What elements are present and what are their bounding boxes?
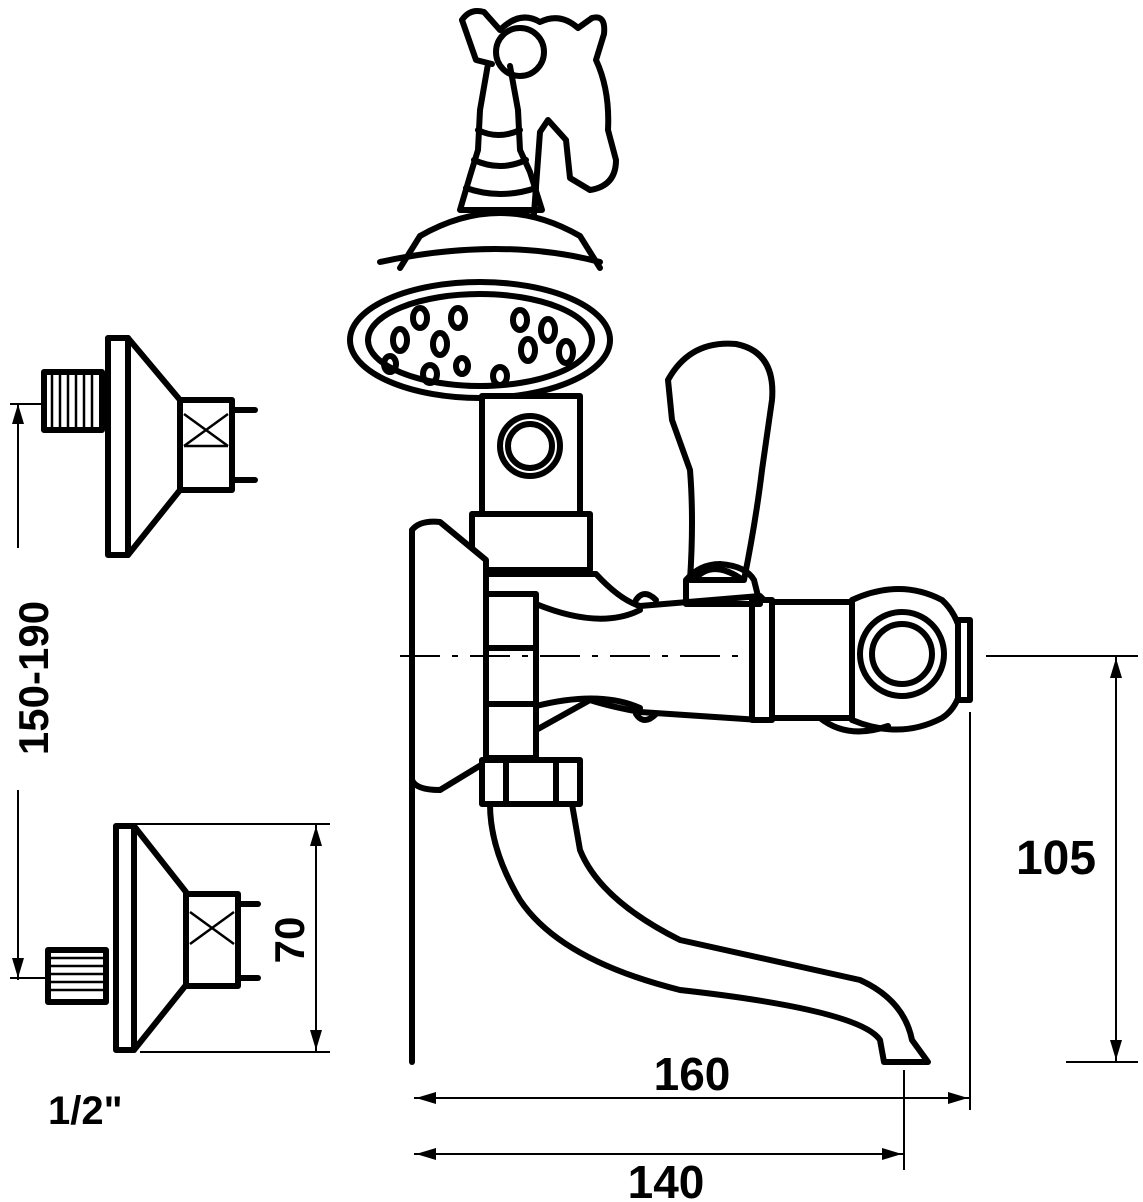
overall-width-dimension [414, 712, 971, 1110]
thread-size-label: 1/2" [48, 1089, 123, 1133]
spout-reach-dimension [414, 1070, 905, 1170]
lever-handle [665, 340, 776, 607]
adjust-range-dimension [10, 403, 48, 980]
centre-height-label: 105 [1016, 832, 1096, 885]
adjust-range-label: 150-190 [10, 601, 57, 755]
spout-reach-label: 140 [628, 1156, 705, 1202]
lower-eccentric-connector [45, 823, 261, 1053]
centre-height-dimension [986, 655, 1138, 1063]
spout [479, 757, 931, 1065]
upper-eccentric-connector [41, 335, 258, 558]
overall-width-label: 160 [654, 1048, 731, 1100]
eccentric-height-dimension [134, 823, 330, 1053]
shower-head [347, 8, 619, 401]
eccentric-height-label: 70 [266, 917, 313, 964]
mixer-body [400, 571, 973, 761]
wall-escutcheon [409, 518, 489, 1065]
diverter-body [469, 393, 593, 583]
